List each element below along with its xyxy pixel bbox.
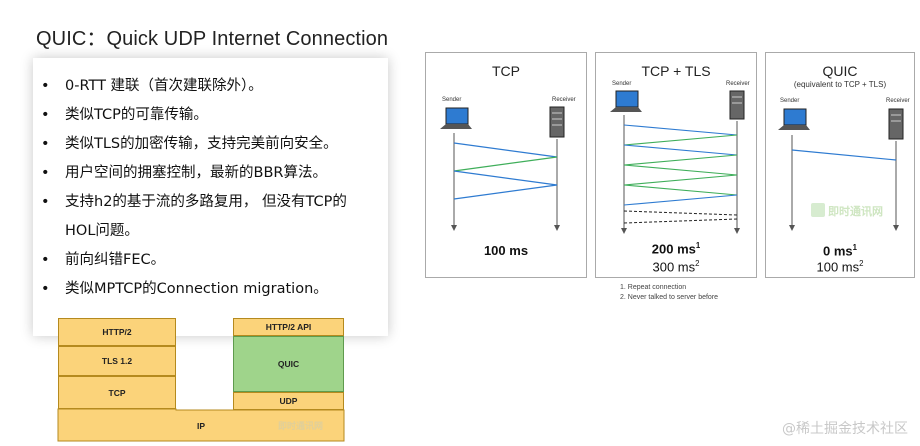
feature-item: •用户空间的拥塞控制，最新的BBR算法。	[33, 159, 388, 188]
laptop-icon	[610, 90, 642, 112]
panel-title: TCP	[492, 63, 520, 79]
server-icon	[729, 90, 745, 120]
logo-watermark: 即时通讯网	[828, 205, 883, 218]
panel-subtitle: (equivalent to TCP + TLS)	[793, 80, 887, 89]
panel-title: QUIC	[822, 63, 858, 79]
footnote: 1. Repeat connection	[620, 284, 687, 291]
bullet-marker: •	[41, 165, 50, 181]
tcp-tls-sequence-diagram	[610, 90, 745, 234]
stack-block-http2: HTTP/2	[58, 318, 176, 346]
stack-block-quic: QUIC	[233, 336, 344, 392]
panel-quic: QUIC (equivalent to TCP + TLS) Sender Re…	[765, 52, 915, 278]
feature-item: •类似TCP的可靠传输。	[33, 101, 388, 130]
page-title: QUIC：Quick UDP Internet Connection	[36, 28, 389, 50]
panel-tcp: TCP Sender Receiver 100 ms	[425, 52, 587, 278]
bullet-marker: •	[41, 281, 50, 297]
panel-tcp-tls: TCP + TLS Sender Receiver 200 ms1 300 ms…	[595, 52, 757, 278]
panel-title: TCP + TLS	[641, 63, 711, 79]
feature-item: •类似TLS的加密传输，支持完美前向安全。	[33, 130, 388, 159]
site-watermark: @稀土掘金技术社区	[782, 421, 908, 437]
laptop-icon	[440, 107, 472, 129]
footnote: 2. Never talked to server before	[620, 294, 719, 301]
latency-value: 100 ms	[483, 243, 529, 258]
laptop-icon	[778, 108, 810, 130]
feature-item: •前向纠错FEC。	[33, 246, 388, 275]
feature-item-continuation: HOL问题。	[65, 223, 139, 239]
latency-value-repeat: 200 ms1	[651, 241, 701, 257]
logo-badge-icon	[811, 203, 825, 217]
latency-value-first: 300 ms2	[652, 259, 700, 275]
server-icon	[549, 106, 565, 138]
sender-label: Sender	[442, 97, 462, 103]
stack-block-http2-api: HTTP/2 API	[233, 318, 344, 336]
receiver-label: Receiver	[552, 97, 576, 103]
quic-sequence-diagram	[778, 108, 904, 231]
stack-block-tls: TLS 1.2	[58, 346, 176, 376]
feature-card: •0-RTT 建联（首次建联除外）。 •类似TCP的可靠传输。 •类似TLS的加…	[33, 58, 388, 336]
feature-list: •0-RTT 建联（首次建联除外）。 •类似TCP的可靠传输。 •类似TLS的加…	[33, 72, 388, 304]
receiver-label: Receiver	[726, 81, 750, 87]
sender-label: Sender	[612, 81, 632, 87]
latency-value-first: 100 ms2	[816, 259, 864, 275]
bullet-marker: •	[41, 136, 50, 152]
feature-item: •0-RTT 建联（首次建联除外）。	[33, 72, 388, 101]
feature-item: •支持h2的基于流的多路复用， 但没有TCP的	[33, 188, 388, 217]
receiver-label: Receiver	[886, 98, 910, 104]
bullet-marker: •	[41, 252, 50, 268]
bullet-marker: •	[41, 107, 50, 123]
bullet-marker: •	[41, 194, 50, 210]
bullet-marker: •	[41, 78, 50, 94]
server-icon	[888, 108, 904, 140]
latency-value-repeat: 0 ms1	[823, 243, 857, 259]
logo-watermark-small: 即时通讯网	[278, 422, 324, 432]
stack-block-ip: IP	[196, 421, 206, 431]
tcp-sequence-diagram	[440, 106, 565, 231]
footnotes: 1. Repeat connection 2. Never talked to …	[620, 283, 718, 303]
feature-item: •类似MPTCP的Connection migration。	[33, 275, 388, 304]
sender-label: Sender	[780, 98, 800, 104]
